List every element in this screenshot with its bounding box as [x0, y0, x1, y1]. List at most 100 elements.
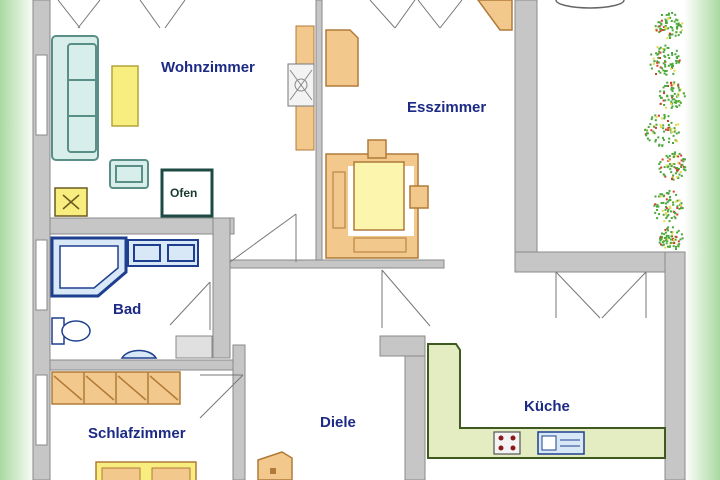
room-label-kueche: Küche: [524, 398, 570, 415]
plant-speck: [665, 14, 668, 16]
plant-speck: [662, 47, 664, 50]
plant-speck: [677, 84, 680, 87]
plant-speck: [679, 24, 682, 27]
plant-speck: [670, 106, 673, 109]
plant-speck: [662, 69, 665, 72]
plant-speck: [664, 228, 667, 231]
plant-speck: [665, 234, 668, 237]
plant-speck: [675, 193, 678, 196]
plant-speck: [655, 73, 657, 75]
plant-speck: [672, 72, 675, 75]
plant-speck: [680, 174, 683, 177]
plant-speck: [665, 237, 668, 239]
room-label-bad: Bad: [113, 301, 142, 318]
plant-speck: [672, 190, 675, 193]
plant-speck: [663, 90, 666, 93]
plant-speck: [681, 237, 684, 240]
plant-speck: [667, 165, 670, 168]
plant-speck: [671, 163, 674, 166]
plant-speck: [664, 44, 667, 47]
plant-speck: [664, 213, 667, 216]
plant-speck: [658, 94, 661, 97]
plant-speck: [675, 18, 678, 21]
room-label-diele: Diele: [320, 414, 356, 431]
plant-speck: [676, 213, 679, 216]
plant-speck: [667, 13, 670, 16]
plant-speck: [654, 139, 657, 141]
plant-speck: [671, 98, 674, 101]
plant-speck: [682, 160, 685, 163]
wardrobe: [51, 371, 181, 405]
plant-speck: [656, 60, 659, 63]
armchair: [109, 159, 149, 189]
plant-speck: [670, 86, 673, 89]
plant-speck: [667, 85, 669, 87]
plant-speck: [668, 158, 671, 161]
plant-speck: [676, 207, 679, 209]
plant-speck: [660, 126, 662, 129]
balcony-plants: [644, 12, 687, 250]
plant-speck: [667, 245, 669, 248]
plant-speck: [658, 241, 661, 244]
plant-speck: [664, 84, 667, 87]
plant-speck: [671, 12, 674, 14]
bench-back: [332, 171, 346, 229]
plant-speck: [668, 57, 671, 59]
plant-speck: [665, 73, 668, 76]
plant-speck: [664, 246, 667, 249]
plant-speck: [658, 143, 661, 146]
plant-speck: [678, 162, 681, 165]
plant-speck: [676, 167, 679, 170]
plant-speck: [668, 199, 670, 202]
plant-speck: [670, 231, 673, 233]
plant-speck: [675, 140, 678, 143]
plant-speck: [667, 192, 670, 195]
plant-speck: [674, 34, 677, 37]
chair-top: [367, 139, 387, 159]
double-sink: [127, 239, 199, 267]
plant-speck: [664, 65, 667, 68]
plant-speck: [671, 232, 674, 235]
plant-speck: [669, 199, 672, 202]
plant-speck: [669, 238, 672, 241]
plant-speck: [677, 55, 680, 58]
plant-speck: [652, 131, 655, 134]
plant-speck: [670, 81, 673, 84]
plant-speck: [667, 229, 670, 232]
plant-speck: [671, 53, 674, 56]
plant-speck: [675, 236, 678, 238]
plant-speck: [678, 199, 681, 202]
plant-speck: [670, 100, 673, 103]
plant-speck: [677, 24, 680, 27]
plant-speck: [671, 175, 674, 178]
plant-speck: [673, 152, 676, 155]
plant-speck: [661, 14, 663, 16]
plant-speck: [670, 63, 673, 66]
bench-seat: [353, 237, 407, 253]
plant-speck: [671, 87, 674, 90]
plant-speck: [666, 156, 669, 159]
plant-speck: [663, 174, 666, 177]
plant-speck: [664, 60, 666, 63]
plant-speck: [662, 201, 665, 204]
plant-speck: [672, 174, 675, 177]
plant-speck: [657, 21, 660, 24]
plant-speck: [669, 196, 672, 198]
plant-speck: [680, 25, 683, 28]
plant-speck: [670, 171, 673, 174]
plant-speck: [658, 163, 661, 165]
plant-speck: [675, 31, 678, 34]
plant-speck: [658, 50, 660, 53]
shower-tray: [50, 236, 128, 298]
room-label-esszimmer: Esszimmer: [407, 99, 487, 116]
plant-speck: [664, 231, 667, 234]
plant-speck: [656, 209, 659, 211]
plant-speck: [656, 205, 658, 208]
plant-speck: [663, 28, 666, 31]
plant-speck: [658, 213, 660, 216]
plant-speck: [665, 211, 668, 214]
plant-speck: [682, 165, 685, 168]
plant-speck: [659, 237, 662, 240]
plant-speck: [683, 92, 685, 95]
